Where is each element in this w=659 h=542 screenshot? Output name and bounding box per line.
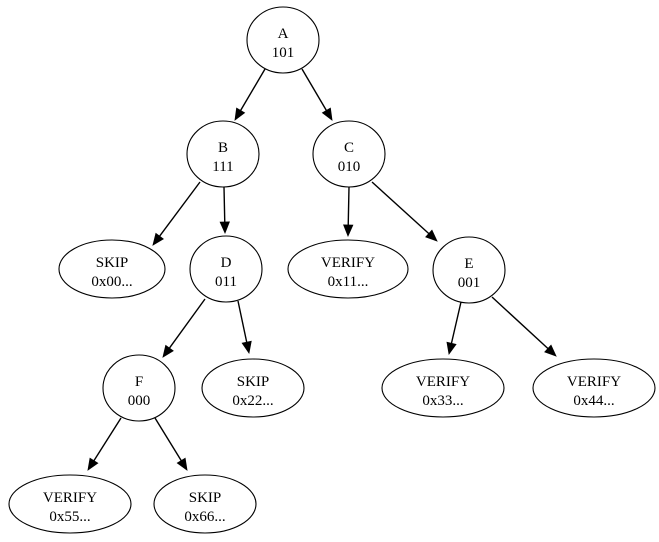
graph-node-v1[interactable]: VERIFY 0x11... xyxy=(287,239,409,299)
edge-b-to-d xyxy=(219,186,230,235)
graph-node-f[interactable]: F 000 xyxy=(102,354,176,422)
edge-d-to-f xyxy=(162,298,206,358)
edge-line xyxy=(159,181,201,237)
edge-f-to-s6 xyxy=(154,417,188,471)
node-label-secondary: 0x22... xyxy=(232,393,273,409)
edge-f-to-v5 xyxy=(87,417,122,471)
node-ellipse-shape xyxy=(201,358,305,418)
arrowhead-icon xyxy=(343,224,354,238)
arrowhead-icon xyxy=(234,107,246,121)
arrowhead-icon xyxy=(321,107,333,121)
edge-e-to-v3 xyxy=(446,301,462,356)
arrowhead-icon xyxy=(87,457,99,471)
arrowhead-icon xyxy=(219,221,230,235)
edge-line xyxy=(301,68,328,111)
arrowhead-icon xyxy=(544,344,557,357)
node-label-secondary: 010 xyxy=(338,159,361,175)
edge-c-to-v1 xyxy=(343,186,354,238)
node-label-secondary: 001 xyxy=(458,275,481,291)
arrowhead-icon xyxy=(241,340,252,355)
node-label-primary: A xyxy=(278,26,289,42)
edge-d-to-s2 xyxy=(237,300,252,355)
node-label-primary: F xyxy=(135,374,143,390)
node-label-primary: SKIP xyxy=(96,255,129,271)
node-circle-shape xyxy=(246,6,320,74)
graph-node-s6[interactable]: SKIP 0x66... xyxy=(153,474,257,534)
edge-e-to-v4 xyxy=(491,296,557,357)
arrowhead-icon xyxy=(446,341,457,356)
graph-node-v4[interactable]: VERIFY 0x44... xyxy=(532,358,656,418)
edge-c-to-e xyxy=(371,181,438,242)
graph-node-d[interactable]: D 011 xyxy=(189,235,263,303)
node-circle-shape xyxy=(432,236,506,304)
node-circle-shape xyxy=(189,235,263,303)
nodes-layer: A101B111C010SKIP0x00...D011VERIFY0x11...… xyxy=(8,6,656,534)
edge-line xyxy=(491,296,549,350)
edge-line xyxy=(239,68,266,111)
node-label-primary: E xyxy=(464,256,473,272)
node-ellipse-shape xyxy=(153,474,257,534)
edge-a-to-b xyxy=(234,68,266,121)
graph-node-v3[interactable]: VERIFY 0x33... xyxy=(381,358,505,418)
node-label-primary: VERIFY xyxy=(321,255,375,271)
edge-line xyxy=(154,417,182,461)
node-ellipse-shape xyxy=(381,358,505,418)
graph-node-v5[interactable]: VERIFY 0x55... xyxy=(8,474,132,534)
node-label-secondary: 111 xyxy=(212,159,233,175)
node-label-primary: VERIFY xyxy=(567,374,621,390)
node-ellipse-shape xyxy=(532,358,656,418)
node-label-primary: VERIFY xyxy=(43,490,97,506)
node-label-secondary: 0x55... xyxy=(49,509,90,525)
graph-node-s2[interactable]: SKIP 0x22... xyxy=(201,358,305,418)
graph-node-e[interactable]: E 001 xyxy=(432,236,506,304)
edge-line xyxy=(450,301,462,344)
arrowhead-icon xyxy=(152,232,164,246)
node-circle-shape xyxy=(186,120,260,188)
node-label-primary: D xyxy=(221,255,232,271)
node-label-secondary: 000 xyxy=(128,393,151,409)
edge-line xyxy=(168,298,206,349)
edge-line xyxy=(371,181,430,235)
graph-node-s0[interactable]: SKIP 0x00... xyxy=(58,239,166,299)
edge-line xyxy=(223,186,226,223)
edge-line xyxy=(93,417,122,462)
edge-b-to-s0 xyxy=(152,181,201,246)
edge-line xyxy=(347,186,350,226)
graph-node-b[interactable]: B 111 xyxy=(186,120,260,188)
node-label-secondary: 0x66... xyxy=(184,509,225,525)
graph-node-a[interactable]: A 101 xyxy=(246,6,320,74)
node-label-secondary: 0x11... xyxy=(328,274,369,290)
edge-line xyxy=(237,300,248,343)
node-label-secondary: 0x44... xyxy=(573,393,614,409)
node-label-secondary: 011 xyxy=(215,274,237,290)
arrowhead-icon xyxy=(425,229,438,242)
edges-layer xyxy=(87,68,557,471)
node-label-primary: B xyxy=(218,140,228,156)
node-label-primary: C xyxy=(344,140,354,156)
node-label-secondary: 101 xyxy=(272,45,295,61)
node-circle-shape xyxy=(312,120,386,188)
node-circle-shape xyxy=(102,354,176,422)
node-label-primary: SKIP xyxy=(189,490,222,506)
node-label-primary: SKIP xyxy=(237,374,270,390)
node-ellipse-shape xyxy=(8,474,132,534)
node-label-secondary: 0x33... xyxy=(422,393,463,409)
node-label-secondary: 0x00... xyxy=(91,274,132,290)
edge-a-to-c xyxy=(301,68,333,121)
graph-node-c[interactable]: C 010 xyxy=(312,120,386,188)
arrowhead-icon xyxy=(176,457,188,471)
node-ellipse-shape xyxy=(287,239,409,299)
node-label-primary: VERIFY xyxy=(416,374,470,390)
node-ellipse-shape xyxy=(58,239,166,299)
arrowhead-icon xyxy=(162,344,174,358)
